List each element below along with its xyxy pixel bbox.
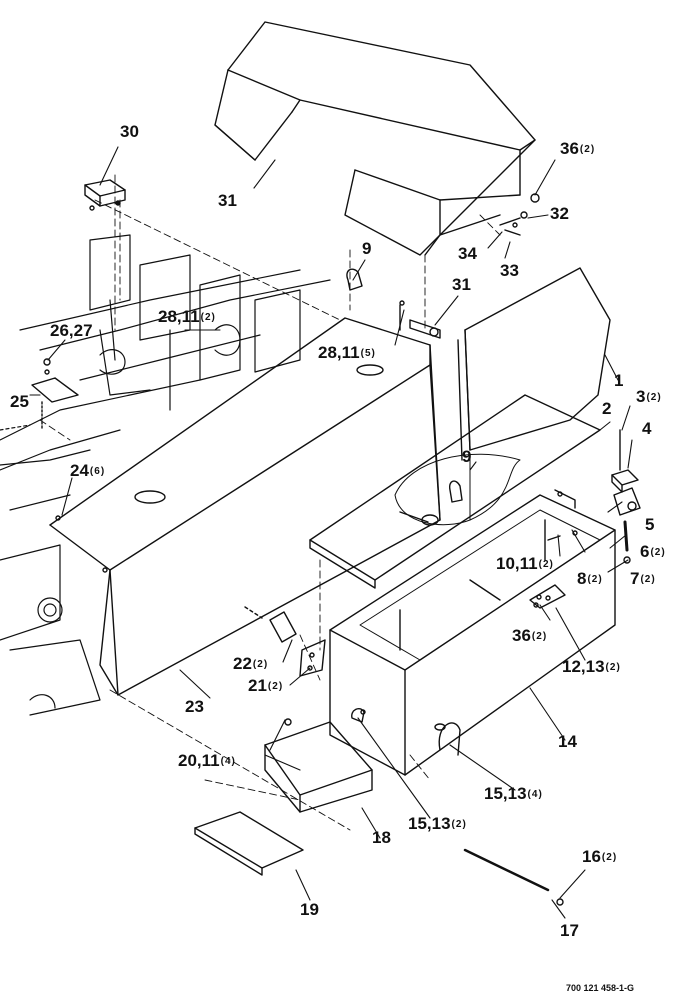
callout-9-plate: 9 bbox=[462, 447, 472, 466]
rod-17 bbox=[463, 848, 564, 906]
callout-leaders bbox=[29, 146, 633, 919]
bracket-29 bbox=[84, 179, 126, 211]
callout-35: 36(2) bbox=[560, 139, 596, 158]
callout-26-27: 26,27 bbox=[50, 321, 93, 340]
callout-36: 36(2) bbox=[512, 626, 548, 645]
callout-33: 33 bbox=[500, 261, 519, 280]
callout-28-11-5: 28,11(5) bbox=[318, 343, 376, 362]
callout-4: 4 bbox=[642, 419, 652, 438]
callout-6: 6(2) bbox=[640, 542, 666, 561]
plate-25 bbox=[31, 358, 79, 431]
toolbox-14 bbox=[329, 494, 616, 776]
callout-23: 23 bbox=[185, 697, 204, 716]
side-panel-1 bbox=[457, 267, 611, 461]
callout-1: 1 bbox=[614, 371, 624, 390]
callout-17: 17 bbox=[560, 921, 579, 940]
callout-30: 31 bbox=[218, 191, 237, 210]
callout-5: 5 bbox=[645, 515, 655, 534]
top-cover-30 bbox=[214, 21, 536, 256]
callout-32: 32 bbox=[550, 204, 569, 223]
callout-2: 2 bbox=[602, 399, 612, 418]
pad-19 bbox=[194, 811, 304, 876]
callout-20-11: 20,11(4) bbox=[178, 751, 236, 770]
callout-15-13-4: 15,13(4) bbox=[484, 784, 543, 803]
callout-21: 21(2) bbox=[248, 676, 284, 695]
callout-14: 14 bbox=[558, 732, 577, 751]
frame-assembly bbox=[0, 234, 331, 716]
assembly-guide-lines bbox=[39, 174, 501, 831]
callout-28-11-2: 28,11(2) bbox=[158, 307, 216, 326]
callout-24: 24(6) bbox=[70, 461, 106, 480]
callout-12-13: 12,13(2) bbox=[562, 657, 621, 676]
hinge-21-22 bbox=[244, 606, 326, 677]
drawing-reference-number: 700 121 458-1-G bbox=[566, 983, 635, 993]
callout-31: 31 bbox=[452, 275, 471, 294]
latch-hardware bbox=[499, 193, 540, 236]
callout-22: 22(2) bbox=[233, 654, 269, 673]
callout-25: 25 bbox=[10, 392, 29, 411]
callout-7: 7(2) bbox=[630, 569, 656, 588]
callout-18: 18 bbox=[372, 828, 391, 847]
callout-9-top: 9 bbox=[362, 239, 372, 258]
hinge-4-5 bbox=[554, 429, 641, 564]
tray-18 bbox=[264, 718, 373, 813]
toolbox-lid-panel-23 bbox=[49, 317, 441, 696]
callout-16: 16(2) bbox=[582, 847, 618, 866]
callout-34: 34 bbox=[458, 244, 477, 263]
callout-15-13-2: 15,13(2) bbox=[408, 814, 467, 833]
hinge-parts bbox=[346, 268, 441, 339]
callout-8: 8(2) bbox=[577, 569, 603, 588]
callout-19: 19 bbox=[300, 900, 319, 919]
callout-10-11: 10,11(2) bbox=[496, 554, 554, 573]
callout-29: 30 bbox=[120, 122, 139, 141]
callout-3: 3(2) bbox=[636, 387, 662, 406]
